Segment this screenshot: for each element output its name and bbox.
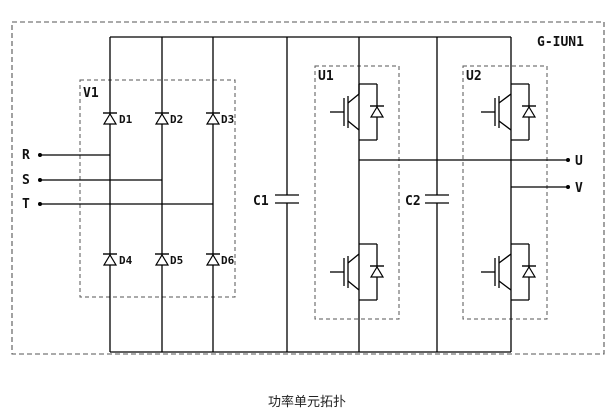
output-v-label: V [575, 181, 583, 196]
capacitor-c1-label: C1 [253, 194, 269, 209]
capacitor-c2-label: C2 [405, 194, 421, 209]
diode-d4-label: D4 [119, 254, 133, 267]
u1-lower-igbt [330, 243, 385, 301]
input-s-label: S [22, 173, 30, 188]
igbt-unit-u2-box [462, 65, 548, 320]
module-boundary [11, 21, 605, 355]
diode-d2 [154, 112, 170, 125]
u2-lower-igbt [481, 243, 537, 301]
input-t-label: T [22, 197, 30, 212]
igbt-unit-u1-label: U1 [318, 69, 334, 84]
output-v-terminal [566, 185, 570, 189]
diode-d6-label: D6 [221, 254, 235, 267]
figure-caption: 功率单元拓扑 [268, 394, 346, 410]
diode-d3 [205, 112, 221, 125]
diode-d1 [102, 112, 118, 125]
output-u-label: U [575, 154, 583, 169]
u1-upper-igbt [330, 83, 385, 141]
diode-d1-label: D1 [119, 113, 133, 126]
u2-upper-igbt [481, 83, 537, 141]
output-u-terminal [566, 158, 570, 162]
diode-d3-label: D3 [221, 113, 234, 126]
rectifier-label: V1 [83, 86, 99, 101]
rectifier-box [79, 79, 236, 298]
input-r-label: R [22, 148, 30, 163]
diode-d4 [102, 253, 118, 266]
igbt-unit-u1-box [314, 65, 400, 320]
diode-d5 [154, 253, 170, 266]
diode-d2-label: D2 [170, 113, 183, 126]
module-label: G-IUN1 [537, 35, 584, 50]
diode-d5-label: D5 [170, 254, 183, 267]
diode-d6 [205, 253, 221, 266]
igbt-unit-u2-label: U2 [466, 69, 482, 84]
